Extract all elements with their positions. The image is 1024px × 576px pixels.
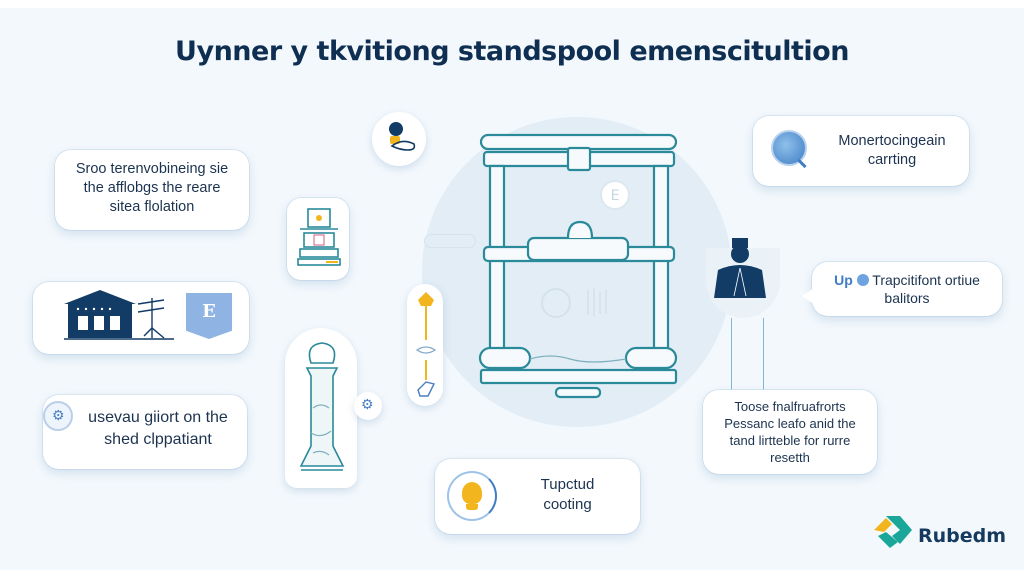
research-card[interactable]: Toose fnalfruafrorts Pessanc leafo anid … <box>703 390 877 474</box>
building-icon <box>64 290 174 340</box>
card-text-line: Toose fnalfruafrorts <box>734 399 846 414</box>
step-connector-icon <box>415 292 437 397</box>
gear-badge <box>354 392 382 420</box>
svg-text:E: E <box>611 188 620 204</box>
card-text-line: Monertocingeain <box>838 133 946 149</box>
lightbulb-icon <box>462 482 482 504</box>
card-text-line: resetth <box>770 450 810 465</box>
person-thinking-icon <box>389 122 416 151</box>
info-card-shed[interactable]: ⚙ usevau giiort on the shed clppatiant <box>43 395 247 469</box>
card-text-line: Trapcitifont ortiue <box>872 272 980 288</box>
connector-chip <box>424 234 476 248</box>
diamond-logo-icon <box>874 516 912 548</box>
refresh-gear-icon: ⚙ <box>43 401 73 431</box>
card-text-line: the afflobgs the reare <box>83 180 221 196</box>
connector-line <box>731 318 732 398</box>
speaker-person-icon <box>714 238 766 298</box>
gear-icon: ⚙ <box>361 396 374 412</box>
badge-e-icon: E <box>186 293 232 339</box>
tower-icon <box>299 342 345 471</box>
card-text-line: balitors <box>884 290 930 306</box>
brand-logo-text: Rubedm <box>918 525 1007 547</box>
speech-tail <box>802 288 814 304</box>
monitoring-card[interactable]: Monertocingeain carrting <box>753 116 969 186</box>
cooting-card[interactable]: Tupctud cooting <box>435 459 640 534</box>
chat-icon <box>856 274 869 286</box>
card-text-line: Sroo terenvobineing sie <box>75 161 229 177</box>
page-title: Uynner y tkvitiong standspool emenscitul… <box>175 36 849 67</box>
info-card-site-flotation[interactable]: Sroo terenvobineing sie the afflobgs the… <box>55 150 249 230</box>
connector-line <box>763 318 764 398</box>
card-text-line: shed clppatiant <box>104 431 212 448</box>
utility-pole-icon <box>137 298 165 339</box>
card-text-line: tand lirtteble for rurre <box>729 433 851 448</box>
laptop-books-icon <box>297 208 341 266</box>
printer-frame-icon: E <box>478 133 678 399</box>
lightbulb-cycle-icon <box>447 471 497 521</box>
card-text-line: carrting <box>867 152 917 168</box>
transition-card[interactable]: Up Trapcitifont ortiue balitors <box>802 262 1002 316</box>
card-text-line: usevau giiort on the <box>88 409 228 426</box>
card-text-line: sitea flolation <box>109 199 195 215</box>
up-label: Up <box>834 272 853 288</box>
card-text-line: Pessanc leafo anid the <box>724 416 856 431</box>
card-text-line: Tupctud <box>540 476 595 493</box>
card-text-line: cooting <box>543 496 592 513</box>
